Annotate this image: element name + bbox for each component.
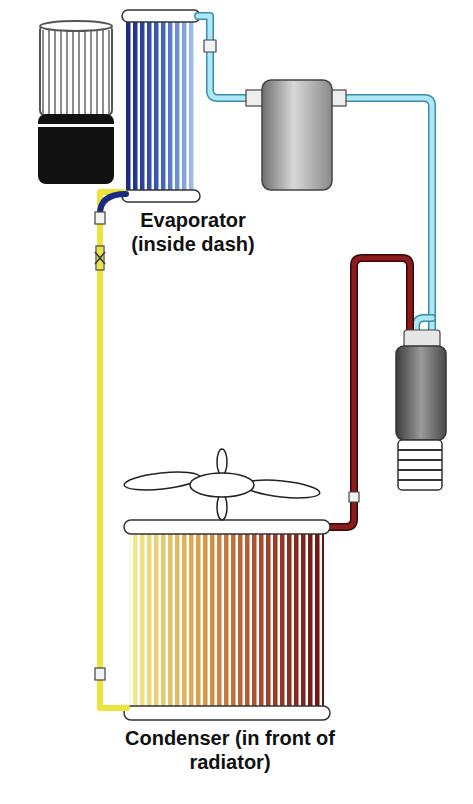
blower-fan	[38, 21, 114, 184]
expansion-valve-body	[96, 246, 104, 270]
cooling-fan	[123, 449, 320, 520]
condenser-core	[124, 520, 330, 720]
condenser-node: Condenser (in front of radiator)	[127, 522, 327, 718]
suction-pipe	[198, 16, 432, 338]
evaporator-core	[122, 10, 200, 202]
evaporator-outlet-pipe	[100, 194, 126, 214]
pipe-fitting	[95, 668, 105, 680]
receiver-drier	[246, 80, 346, 190]
pipe-fitting	[95, 212, 105, 224]
compressor	[396, 330, 446, 490]
component-label: Condenser (in front of radiator)	[115, 726, 345, 774]
component-label: Evaporator (inside dash)	[118, 208, 268, 256]
evaporator-node: Evaporator (inside dash)	[124, 12, 200, 200]
